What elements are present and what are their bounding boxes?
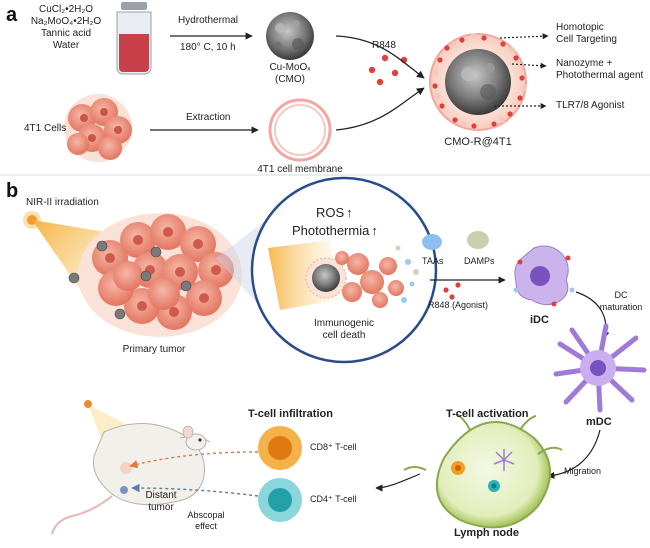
final-product-label: CMO-R@4T1 bbox=[444, 136, 512, 148]
r848-label: R848 bbox=[372, 40, 396, 51]
function-targeting: Cell Targeting bbox=[556, 34, 617, 45]
vial-icon bbox=[116, 2, 152, 75]
lymph-node-label: Lymph node bbox=[454, 527, 519, 539]
reagent-1: CuCl₂•2H₂O bbox=[38, 4, 94, 15]
pointer-targeting bbox=[499, 33, 549, 40]
abscopal-1: Abscopal bbox=[187, 510, 225, 520]
primary-tumor-label: Primary tumor bbox=[122, 344, 186, 355]
damps-label: DAMPs bbox=[464, 256, 495, 266]
mouse-icon bbox=[51, 400, 211, 535]
distant-tumor-1: Distant bbox=[145, 490, 177, 501]
cmo-label-2: (CMO) bbox=[275, 74, 305, 85]
cd8-abscopal-arrow bbox=[129, 451, 259, 469]
idc-label: iDC bbox=[530, 314, 549, 326]
photothermia-row: Photothermia↑ bbox=[292, 223, 378, 239]
panel-label-b: b bbox=[6, 180, 19, 202]
zoom-debris-2 bbox=[395, 245, 419, 275]
tcell-activation-label: T-cell activation bbox=[446, 408, 529, 420]
ros-row: ROS↑ bbox=[316, 205, 353, 221]
agonist-label: R848 (Agonist) bbox=[428, 300, 489, 310]
zoom-cmo-particle bbox=[305, 257, 347, 299]
abscopal-2: effect bbox=[195, 521, 217, 531]
dc-maturation-1: DC bbox=[614, 290, 628, 300]
cmo-to-final-arrow bbox=[335, 35, 425, 79]
reagent-2: Na₂MoO₄•2H₂O bbox=[30, 16, 102, 27]
cmo-particle-icon bbox=[266, 12, 314, 60]
panel-label-a: a bbox=[6, 4, 18, 26]
function-photothermal: Photothermal agent bbox=[556, 70, 644, 81]
membrane-to-final-arrow bbox=[335, 87, 425, 131]
photothermia-label: Photothermia bbox=[292, 223, 370, 238]
agonist-dots bbox=[443, 282, 461, 300]
irradiation-label: NIR-II irradiation bbox=[26, 197, 99, 208]
step-hydrothermal: Hydrothermal bbox=[178, 15, 239, 26]
photothermia-up-icon: ↑ bbox=[371, 223, 378, 238]
zoom-dying-cells bbox=[335, 251, 404, 308]
lymph-node-icon bbox=[403, 413, 563, 529]
taas-label: TAAs bbox=[422, 256, 444, 266]
ros-label: ROS bbox=[316, 205, 345, 220]
migration-label: Migration bbox=[564, 466, 602, 476]
cd8-label: CD8⁺ T-cell bbox=[310, 442, 357, 452]
function-nanozyme: Nanozyme + bbox=[556, 58, 613, 69]
ros-up-icon: ↑ bbox=[346, 205, 353, 220]
pointer-nanozyme bbox=[511, 62, 547, 69]
function-homotopic: Homotopic bbox=[556, 22, 604, 33]
t-cell-icon bbox=[258, 426, 302, 522]
cd4-label: CD4⁺ T-cell bbox=[310, 494, 357, 504]
damps-icon bbox=[467, 231, 489, 249]
icd-label-1: Immunogenic bbox=[313, 318, 375, 329]
zoom-debris bbox=[401, 259, 415, 303]
mdc-label: mDC bbox=[586, 416, 612, 428]
cells-label: 4T1 Cells bbox=[24, 123, 67, 134]
membrane-ring-icon bbox=[268, 98, 332, 162]
tcell-infiltration-label: T-cell infiltration bbox=[248, 408, 333, 420]
taas-icon bbox=[422, 234, 442, 250]
distant-tumor-2: tumor bbox=[148, 502, 174, 513]
reagent-3: Tannic acid bbox=[40, 28, 92, 39]
drug-dots bbox=[368, 54, 408, 86]
membrane-label: 4T1 cell membrane bbox=[257, 164, 343, 175]
dc-maturation-2: maturation bbox=[599, 302, 643, 312]
cd4-abscopal-arrow bbox=[131, 483, 259, 497]
tumor-cluster-icon bbox=[64, 94, 132, 162]
reagent-4: Water bbox=[52, 40, 80, 51]
final-nanoparticle-icon bbox=[429, 33, 527, 131]
step-extraction: Extraction bbox=[186, 112, 231, 123]
function-agonist: TLR7/8 Agonist bbox=[556, 100, 625, 111]
ln-to-tcells-arrow bbox=[375, 473, 421, 492]
mdc-nucleus bbox=[590, 360, 606, 376]
dendritic-cell-icon bbox=[513, 245, 575, 307]
cmo-label-1: Cu-MoOₓ bbox=[269, 62, 311, 73]
icd-label-2: cell death bbox=[322, 330, 366, 341]
migration-arrow bbox=[547, 429, 601, 479]
primary-tumor-icon bbox=[68, 213, 242, 337]
step-conditions: 180° C, 10 h bbox=[180, 42, 236, 53]
